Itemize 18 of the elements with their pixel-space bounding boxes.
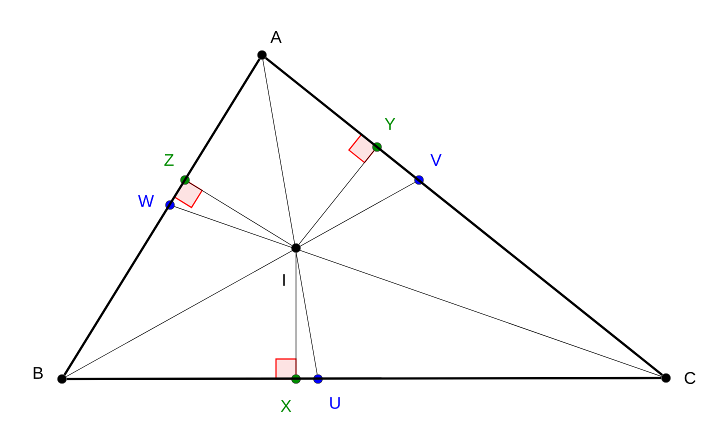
point-label: X [280, 400, 292, 412]
segment [174, 206, 662, 377]
point-label: C [684, 372, 696, 384]
point-label: B [34, 367, 43, 379]
point-label: Y [384, 118, 396, 130]
triangle-side [265, 57, 663, 376]
segment [66, 182, 416, 377]
point-label: V [430, 154, 442, 166]
triangle-side [64, 58, 260, 376]
point-label: U [330, 397, 340, 409]
point-label: A [270, 31, 282, 43]
segment [188, 182, 292, 246]
point-label: W [138, 195, 154, 207]
triangle-side [66, 376, 662, 380]
segment [298, 150, 374, 245]
point-label: I [283, 274, 285, 286]
segment [262, 59, 318, 375]
point-label: Z [164, 154, 174, 166]
